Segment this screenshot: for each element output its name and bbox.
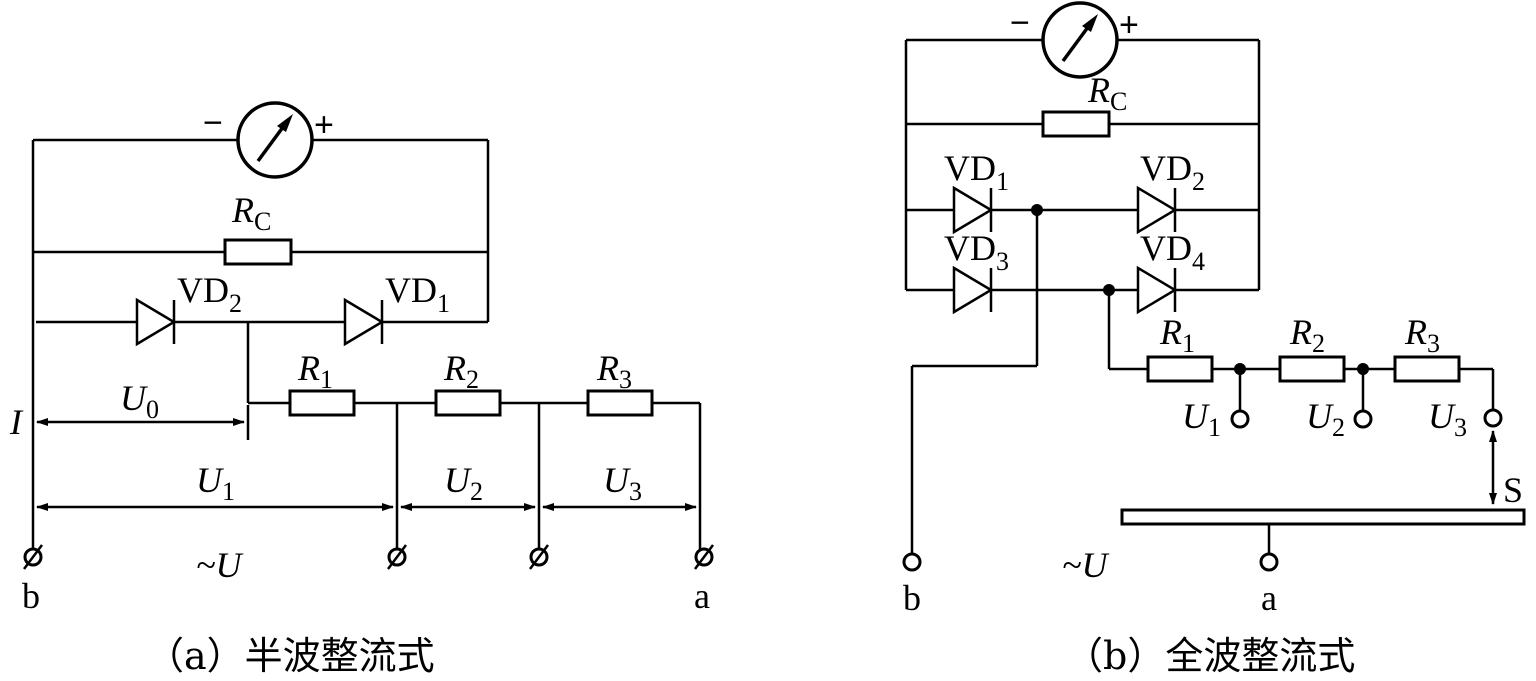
meter-minus-sign: −	[203, 104, 223, 142]
diode-vd1-icon	[952, 185, 994, 235]
label-u1: U1	[196, 460, 235, 506]
label-r3: R3	[596, 348, 632, 394]
bus-bar	[1120, 508, 1526, 526]
label-u3: U3	[1428, 396, 1467, 442]
resistor-r3	[1393, 355, 1461, 383]
diode-vd2-icon	[135, 297, 177, 347]
caption-a: （a）半波整流式	[146, 634, 435, 678]
meter-icon	[1041, 1, 1119, 79]
caption-b: （b）全波整流式	[1065, 634, 1355, 678]
resistor-rc	[223, 238, 293, 266]
meter-plus-sign: +	[1119, 6, 1139, 44]
resistor-r2	[1278, 355, 1346, 383]
label-r2: R2	[1289, 312, 1325, 358]
label-r3: R3	[1404, 312, 1440, 358]
tap-terminal-u1-icon	[1230, 409, 1250, 429]
label-vd2: VD2	[177, 270, 242, 318]
terminal-b-icon	[902, 552, 922, 572]
label-vd3: VD3	[944, 228, 1009, 276]
label-i: I	[9, 402, 24, 442]
label-vd4: VD4	[1140, 228, 1205, 276]
label-terminal-a: a	[694, 576, 710, 616]
label-u1: U1	[1182, 396, 1221, 442]
diode-vd3-icon	[952, 265, 994, 315]
label-r2: R2	[443, 348, 479, 394]
tap-terminal-u2-icon	[1353, 409, 1373, 429]
resistor-r1	[288, 389, 356, 417]
resistor-r2	[434, 389, 502, 417]
label-u0: U0	[120, 378, 159, 424]
terminal-3-icon	[529, 544, 549, 570]
label-u2: U2	[1306, 396, 1345, 442]
diode-vd2-icon	[1136, 185, 1178, 235]
label-vd1: VD1	[385, 270, 450, 318]
terminal-2-icon	[387, 544, 407, 570]
label-rc: RC	[1087, 70, 1127, 116]
label-vd1: VD1	[944, 148, 1009, 196]
resistor-rc	[1041, 110, 1111, 138]
meter-minus-sign: −	[1010, 4, 1030, 42]
diode-vd1-icon	[343, 297, 385, 347]
meter-icon	[236, 101, 314, 179]
label-terminal-b: b	[22, 576, 40, 616]
label-u3: U3	[603, 460, 642, 506]
label-source-u: ~U	[1062, 545, 1109, 585]
half-wave-circuit: − + RC VD2 VD1 R1 R2 R3 I	[9, 101, 714, 678]
label-u2: U2	[444, 460, 483, 506]
diode-vd4-icon	[1136, 265, 1178, 315]
resistor-r3	[586, 389, 654, 417]
label-switch-s: S	[1503, 470, 1523, 510]
terminal-a-icon	[694, 544, 714, 570]
resistor-r1	[1146, 355, 1214, 383]
label-source-u: ~U	[196, 545, 243, 585]
label-vd2: VD2	[1140, 148, 1205, 196]
tap-terminal-u3-icon	[1483, 408, 1503, 428]
terminal-b-icon	[23, 544, 43, 570]
terminal-a-icon	[1259, 552, 1279, 572]
label-r1: R1	[1159, 312, 1195, 358]
label-terminal-a: a	[1261, 578, 1277, 618]
label-r1: R1	[297, 348, 333, 394]
full-wave-circuit: − + RC VD1 VD2 VD3 VD4 b	[902, 1, 1526, 678]
label-rc: RC	[231, 190, 271, 236]
label-terminal-b: b	[903, 578, 921, 618]
meter-plus-sign: +	[314, 106, 334, 144]
